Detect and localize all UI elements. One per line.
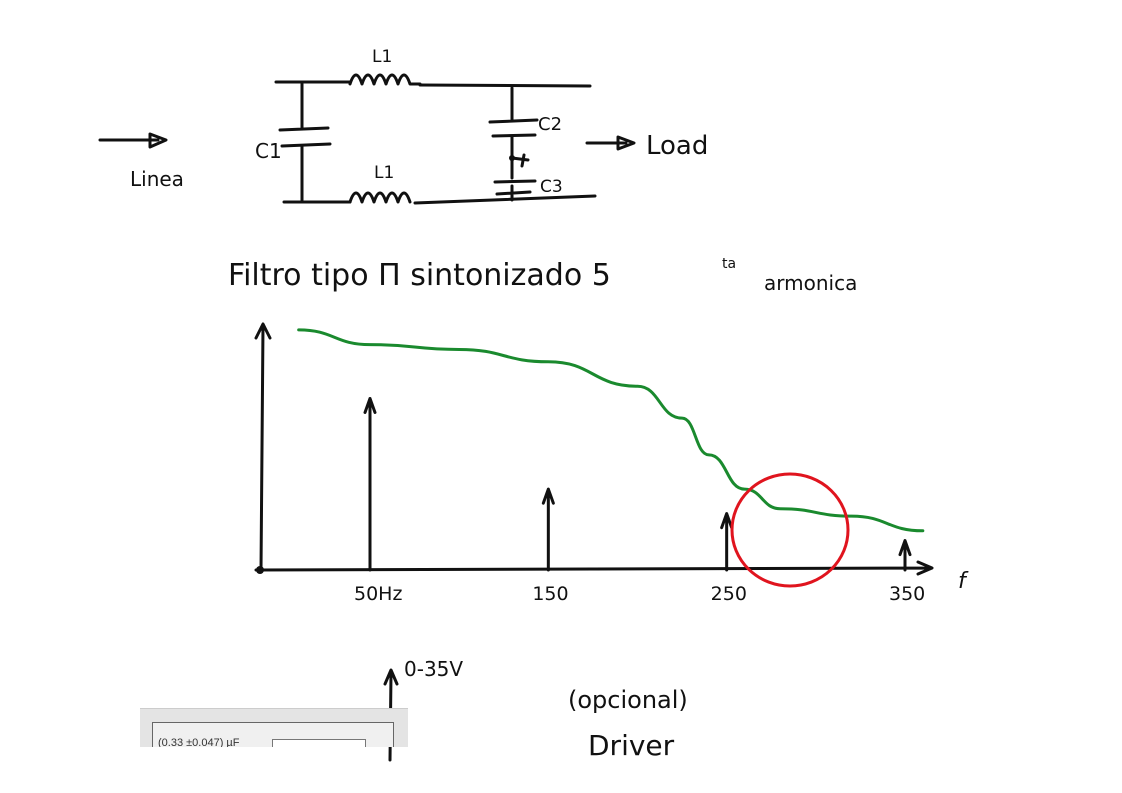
inductor-label-bottom: L1 (374, 163, 394, 183)
filter-response-curve (297, 328, 925, 533)
tap-mark (510, 153, 530, 168)
bottom-wire (282, 194, 597, 205)
capacitor-c3 (493, 179, 537, 202)
x-tick-label: 50Hz (354, 583, 402, 605)
optional-note: (opcional) (568, 686, 688, 714)
x-axis-label: f (958, 569, 969, 594)
x-tick-label: 350 (889, 583, 925, 605)
inductor-label-top: L1 (372, 47, 392, 67)
capacitor-c1-label: C1 (255, 139, 282, 163)
harmonic-arrow (898, 539, 912, 572)
title-sub: armonica (764, 271, 857, 295)
x-tick-label: 150 (532, 583, 568, 605)
harmonic-arrow (363, 397, 377, 572)
capacitance-text: (0.33 ±0.047) µF (158, 737, 240, 747)
spectrum-chart: 50Hz 150 250 350 f (254, 322, 969, 605)
title-sup: ta (722, 256, 736, 272)
output-arrow (585, 135, 636, 151)
x-axis (254, 560, 934, 576)
highlight-circle (730, 472, 850, 588)
voltage-note: 0-35V (404, 657, 463, 681)
y-axis (254, 322, 272, 572)
origin-dot (256, 566, 264, 574)
input-arrow (98, 132, 168, 149)
harmonic-arrow (541, 487, 555, 572)
harmonic-arrow (720, 512, 734, 572)
capacitor-c2-label: C2 (538, 114, 562, 135)
diagram-title: Filtro tipo Π sintonizado 5 ta armonica (228, 256, 857, 295)
inductor-l1-top (348, 73, 422, 86)
driver-note: Driver (588, 729, 675, 762)
inductor-l2-bottom (348, 191, 412, 204)
top-wire (274, 80, 592, 88)
value-field (272, 739, 366, 747)
capacitor-c3-label: C3 (540, 177, 563, 197)
capacitor-c1 (278, 82, 332, 202)
capacitor-c2 (488, 86, 539, 180)
output-label: Load (646, 131, 708, 161)
screenshot-fragment: (0.33 ±0.047) µF (140, 708, 408, 747)
pi-filter-circuit: Linea L1 C1 L1 C2 C3 Load (98, 47, 708, 205)
title-main: Filtro tipo Π sintonizado 5 (228, 258, 611, 293)
x-tick-label: 250 (711, 583, 747, 605)
input-label: Linea (130, 167, 184, 191)
